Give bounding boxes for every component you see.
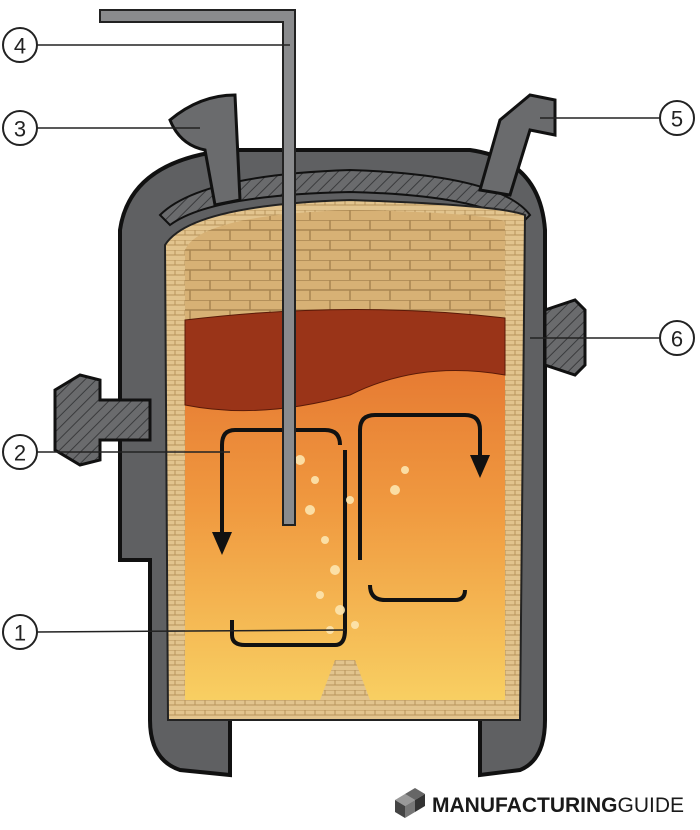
callout-6: 6 xyxy=(659,320,695,356)
callout-2: 2 xyxy=(2,434,38,470)
svg-text:5: 5 xyxy=(671,107,683,132)
arrowheads xyxy=(212,455,490,555)
svg-text:4: 4 xyxy=(14,34,26,59)
svg-text:6: 6 xyxy=(671,327,683,352)
svg-text:2: 2 xyxy=(14,441,26,466)
callout-5: 5 xyxy=(659,100,695,136)
callout-3: 3 xyxy=(2,110,38,146)
slag-layer xyxy=(184,309,506,412)
svg-text:MANUFACTURINGGUIDE: MANUFACTURINGGUIDE xyxy=(432,794,684,817)
manufacturing-guide-logo: MANUFACTURINGGUIDE xyxy=(395,788,684,818)
trunnion-left xyxy=(53,373,152,467)
oxygen-lance xyxy=(99,9,296,526)
brick-back-wall xyxy=(185,210,505,320)
svg-text:3: 3 xyxy=(14,117,26,142)
svg-text:1: 1 xyxy=(14,621,26,646)
callout-lines xyxy=(36,44,660,633)
callout-1: 1 xyxy=(2,614,38,650)
callout-4: 4 xyxy=(2,27,38,63)
inlet-funnel xyxy=(168,93,242,207)
logo-cubes-icon xyxy=(395,788,425,818)
circulation-arrows xyxy=(220,413,482,647)
